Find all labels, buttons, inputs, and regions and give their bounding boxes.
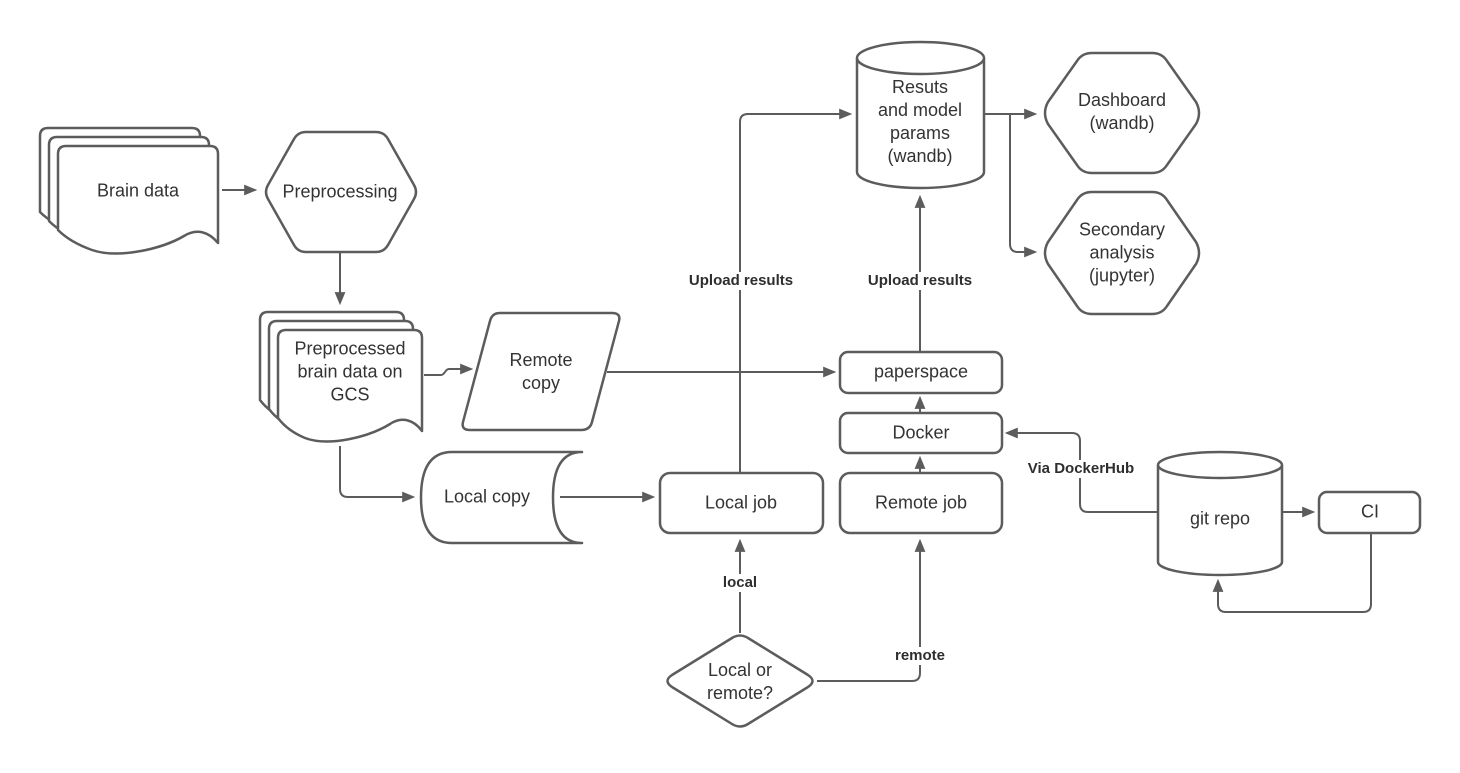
docker-label: Docker: [892, 422, 950, 443]
dashboard-label: Dashboard (wandb): [1077, 90, 1167, 133]
paperspace-label: paperspace: [873, 361, 969, 382]
remote-copy-label: Remote copy: [509, 350, 573, 393]
preprocessed-gcs-label: Preprocessed brain data on GCS: [294, 338, 406, 405]
edge-gcs-to-local-copy: [339, 446, 416, 503]
edge-gcs-to-remote-copy: [424, 363, 474, 376]
git-repo-label: git repo: [1189, 508, 1251, 529]
edge-results-to-secondary: [1009, 114, 1038, 258]
upload-results-right-label: Upload results: [863, 272, 977, 290]
remote-copy-parallelogram: [461, 311, 621, 432]
edge-local-job-to-results: [739, 108, 853, 473]
git-repo-cylinder: [1156, 450, 1284, 577]
edge-decision-to-remote-job: [817, 538, 926, 682]
local-job-box: [658, 471, 825, 535]
preprocessing-hexagon: [264, 130, 418, 254]
edge-ci-to-git-repo: [1212, 533, 1372, 613]
dashboard-hexagon: [1043, 51, 1201, 175]
ci-label: CI: [1361, 501, 1379, 522]
preprocessing-label: Preprocessing: [282, 181, 398, 202]
remote-job-label: Remote job: [874, 492, 968, 513]
paperspace-box: [838, 350, 1004, 395]
results-store-label: Resuts and model params (wandb): [877, 77, 963, 166]
local-edge-label: local: [718, 574, 762, 592]
upload-results-left-label: Upload results: [684, 272, 798, 290]
decision-diamond: [666, 634, 814, 728]
brain-data-label: Brain data: [96, 180, 180, 201]
secondary-analysis-label: Secondary analysis (jupyter): [1078, 219, 1166, 286]
ci-box: [1317, 490, 1422, 535]
local-copy-label: Local copy: [443, 486, 531, 507]
local-job-label: Local job: [704, 492, 778, 513]
results-cylinder: [855, 40, 986, 190]
secondary-analysis-hexagon: [1043, 190, 1201, 316]
docker-box: [838, 411, 1004, 455]
decision-label: Local or remote?: [706, 660, 774, 703]
remote-job-box: [838, 471, 1004, 535]
local-copy-storage: [419, 450, 584, 545]
remote-edge-label: remote: [890, 647, 950, 665]
via-dockerhub-label: Via DockerHub: [1023, 460, 1139, 478]
